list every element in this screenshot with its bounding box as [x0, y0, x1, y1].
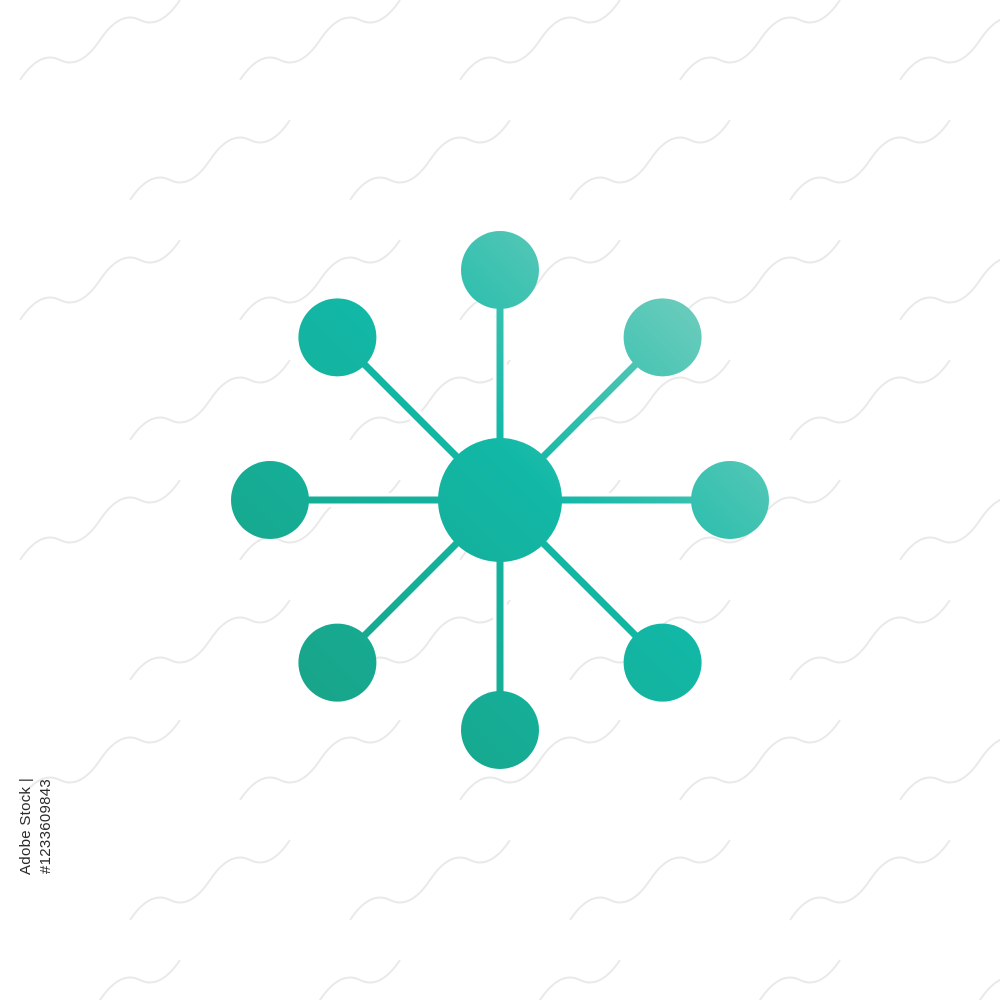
- watermark-stroke: [19, 239, 181, 321]
- connector-lines: [285, 285, 715, 715]
- watermark-stroke: [899, 18, 1000, 81]
- watermark-stroke: [239, 0, 401, 81]
- watermark-stroke: [569, 839, 731, 921]
- satellite-node: [461, 231, 539, 309]
- connector-line: [349, 537, 463, 651]
- satellite-node: [231, 461, 309, 539]
- watermark-stroke: [129, 359, 291, 441]
- watermark-stroke: [129, 839, 291, 921]
- watermark-stroke: [129, 119, 291, 201]
- watermark-stroke: [349, 359, 511, 441]
- satellite-node: [623, 298, 702, 377]
- watermark-stroke: [899, 498, 1000, 561]
- watermark-stroke: [19, 0, 181, 81]
- satellite-nodes: [231, 231, 769, 769]
- satellite-node: [623, 623, 702, 702]
- watermark-stroke: [239, 719, 401, 801]
- watermark-stroke: [19, 719, 181, 801]
- stock-id-label: Adobe Stock | #1233609843: [17, 777, 54, 875]
- satellite-node: [691, 461, 769, 539]
- watermark-stroke: [789, 119, 951, 201]
- watermark-stroke: [789, 599, 951, 681]
- watermark-stroke: [899, 258, 1000, 321]
- watermark-stroke: [679, 0, 841, 81]
- connector-line: [349, 349, 463, 463]
- watermark-stroke: [789, 839, 951, 921]
- watermark-stroke: [129, 599, 291, 681]
- hub-node: [438, 438, 562, 562]
- watermark-stroke: [899, 738, 1000, 801]
- connector-line: [537, 349, 651, 463]
- watermark-stroke: [459, 719, 621, 801]
- watermark-stroke: [789, 359, 951, 441]
- watermark-stroke: [239, 239, 401, 321]
- watermark-stroke: [318, 959, 401, 1000]
- watermark-stroke: [569, 119, 731, 201]
- watermark-stroke: [679, 719, 841, 801]
- watermark-stroke: [569, 359, 731, 441]
- watermark-stroke: [349, 839, 511, 921]
- watermark-stroke: [98, 959, 181, 1000]
- satellite-node: [461, 691, 539, 769]
- watermark-stroke: [538, 959, 621, 1000]
- connector-line: [537, 537, 651, 651]
- watermark-stroke: [679, 239, 841, 321]
- satellite-node: [298, 623, 377, 702]
- watermark-stroke: [19, 479, 181, 561]
- satellite-node: [298, 298, 377, 377]
- watermark-stroke: [349, 599, 511, 681]
- watermark-stroke: [349, 119, 511, 201]
- watermark-stroke: [459, 0, 621, 81]
- watermark-stroke: [758, 959, 841, 1000]
